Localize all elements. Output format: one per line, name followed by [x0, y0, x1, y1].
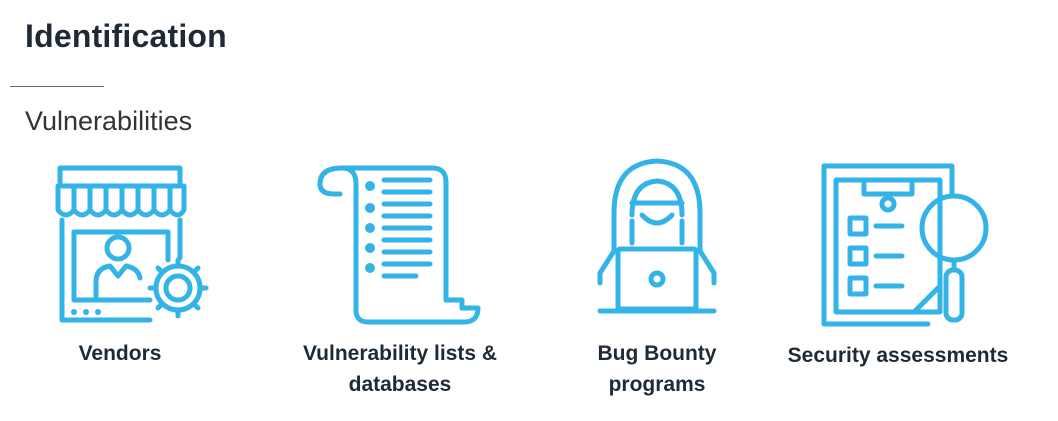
section-subtitle: Vulnerabilities	[25, 106, 193, 136]
hooded-hacker-laptop-icon	[597, 158, 717, 314]
storefront-gear-icon	[55, 165, 209, 323]
scroll-list-icon	[317, 165, 481, 325]
page-title: Identification	[25, 18, 227, 54]
item-label: Vendors	[78, 342, 162, 365]
item-label: Vulnerability lists &	[302, 342, 498, 365]
item-label-line2: databases	[348, 373, 452, 396]
item-label-line2: programs	[608, 373, 706, 396]
title-divider	[10, 86, 104, 87]
item-label: Bug Bounty	[597, 342, 717, 365]
checklist-magnifier-icon	[821, 163, 989, 327]
item-label: Security assessments	[787, 344, 1009, 367]
